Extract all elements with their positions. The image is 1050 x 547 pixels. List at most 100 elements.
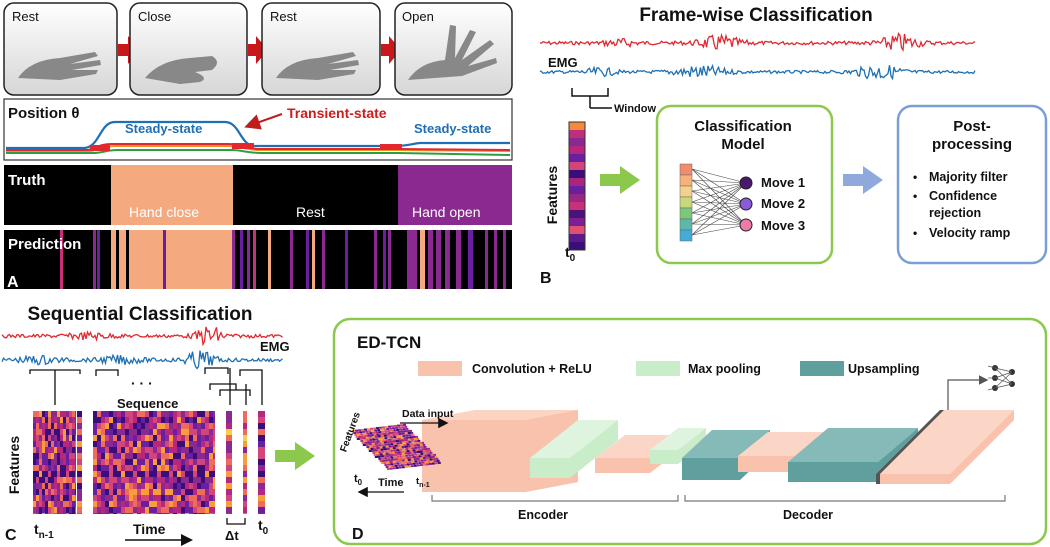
heatmap-cell (149, 483, 153, 489)
heatmap-cell (149, 435, 153, 441)
data-input-cell (385, 432, 389, 435)
heatmap-cell (149, 423, 153, 429)
heatmap-cell (51, 447, 54, 453)
heatmap-cell (193, 471, 197, 477)
data-input-cell (368, 430, 372, 433)
heatmap-cell (45, 453, 48, 459)
data-input-cell (419, 464, 423, 467)
heatmap-cell (97, 411, 101, 417)
heatmap-cell (129, 435, 133, 441)
heatmap-cell (97, 483, 101, 489)
input-node (679, 218, 693, 231)
heatmap-cell (36, 429, 39, 435)
data-input-cell (373, 440, 377, 443)
data-input-cell (420, 459, 424, 462)
data-input-cell (399, 448, 403, 451)
heatmap-cell (125, 441, 129, 447)
data-input-cell (401, 466, 405, 469)
heatmap-cell (125, 471, 129, 477)
heatmap-cell (153, 459, 157, 465)
heatmap-cell (133, 459, 137, 465)
prediction-stripe (93, 230, 96, 289)
data-input-cell (427, 454, 431, 457)
heatmap-cell (51, 489, 54, 495)
data-input-cell (408, 434, 412, 437)
heatmap-cell (97, 471, 101, 477)
heatmap-cell (201, 447, 205, 453)
heatmap-cell (101, 429, 105, 435)
heatmap-cell (165, 501, 169, 507)
feature-cell (569, 226, 585, 234)
heatmap-cell (193, 411, 197, 417)
heatmap-cell (42, 483, 45, 489)
heatmap-cell (185, 513, 189, 514)
data-input-cell (410, 451, 414, 454)
heatmap-cell (165, 465, 169, 471)
prediction-stripe (374, 230, 377, 289)
data-input-cell (384, 437, 388, 440)
heatmap-cell (105, 513, 109, 514)
heatmap-cell (181, 477, 185, 483)
prediction-stripe (306, 230, 309, 289)
heatmap-cell (72, 447, 75, 453)
heatmap-cell (165, 489, 169, 495)
heatmap-cell (185, 417, 189, 423)
heatmap-cell (185, 435, 189, 441)
heatmap-cell (185, 501, 189, 507)
sequence-arrow (381, 36, 401, 64)
data-input-cell (352, 430, 355, 432)
heatmap-cell (205, 417, 209, 423)
data-input-cell (392, 467, 396, 470)
data-input-cell (420, 452, 424, 455)
network-edge (691, 223, 747, 226)
heatmap-cell (69, 441, 72, 447)
heatmap-cell (177, 441, 181, 447)
heatmap-cell (185, 447, 189, 453)
heatmap-cell (69, 453, 72, 459)
data-input-cell (383, 448, 387, 451)
heatmap-cell (48, 501, 51, 507)
heatmap-cell (63, 429, 66, 435)
heatmap-cell (226, 447, 232, 453)
network-edge (691, 203, 747, 214)
heatmap-cell (165, 513, 169, 514)
heatmap-cell (33, 441, 36, 447)
data-input-cell (359, 431, 363, 434)
heatmap-cell (129, 495, 133, 501)
heatmap-cell (66, 423, 69, 429)
heatmap-cell (72, 453, 75, 459)
data-input-cell (424, 454, 428, 457)
heatmap-cell (243, 441, 247, 447)
heatmap-cell (213, 501, 215, 507)
heatmap-cell (193, 501, 197, 507)
heatmap-cell (145, 513, 149, 514)
heatmap-cell (189, 477, 193, 483)
heatmap-cell (243, 489, 247, 495)
heatmap-cell (42, 471, 45, 477)
ellipsis: · · · (131, 375, 153, 391)
heatmap-cell (205, 423, 209, 429)
heatmap-cell (149, 495, 153, 501)
heatmap-cell (209, 489, 213, 495)
heatmap-cell (117, 513, 121, 514)
heatmap-cell (60, 459, 63, 465)
heatmap-cell (51, 513, 54, 514)
heatmap-cell (197, 477, 201, 483)
data-input-cell (398, 459, 402, 462)
t0-label: t0 (565, 244, 576, 264)
data-input-cell (396, 462, 400, 465)
heatmap-cell (93, 489, 97, 495)
heatmap-cell (243, 453, 247, 459)
heatmap-cell (141, 489, 145, 495)
heatmap-cell (72, 429, 75, 435)
panel-letter-b: B (540, 270, 552, 287)
panel-c-title: Sequential Classification (28, 304, 253, 325)
data-input-cell (364, 441, 368, 444)
data-input-cell (407, 465, 411, 468)
heatmap-cell (197, 513, 201, 514)
heatmap-cell (141, 477, 145, 483)
emg-signal-blue (1, 350, 283, 370)
data-input-cell (369, 438, 373, 441)
heatmap-cell (153, 447, 157, 453)
data-input-cell (430, 460, 434, 463)
